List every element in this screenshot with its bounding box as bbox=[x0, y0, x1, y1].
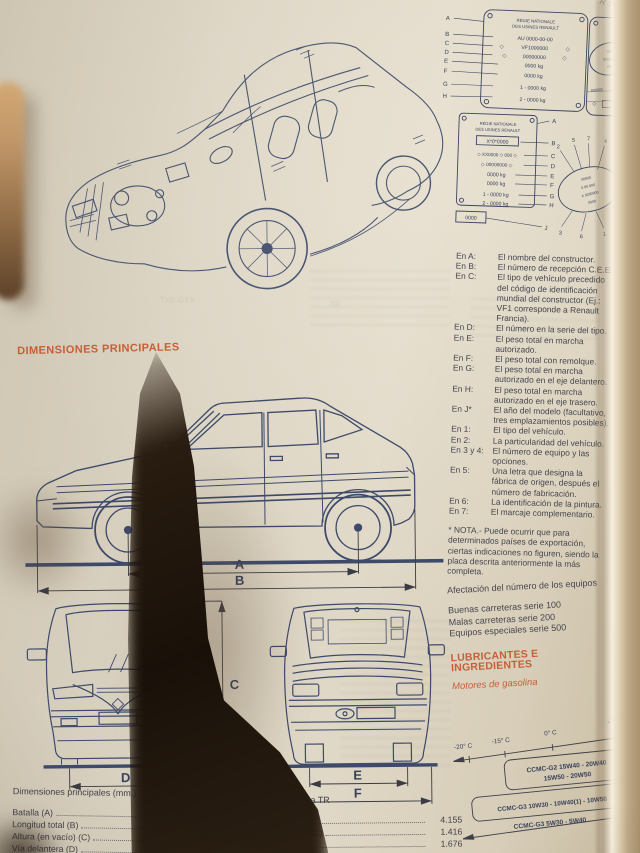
svg-text:F: F bbox=[550, 183, 554, 189]
svg-text:◇ 00000000 ◇: ◇ 00000000 ◇ bbox=[481, 162, 513, 169]
svg-text:◇: ◇ bbox=[562, 56, 567, 62]
plate1-callout: A bbox=[446, 16, 450, 22]
svg-text:VF1000000: VF1000000 bbox=[521, 45, 548, 52]
bleed-through-strip bbox=[469, 297, 601, 343]
motores-subheading: Motores de gasolina bbox=[451, 677, 538, 693]
svg-text:H: H bbox=[549, 203, 554, 209]
identification-plate-2: RÉGIE NATIONALE DES USINES RENAULT X*0*0… bbox=[455, 112, 620, 240]
page-edge bbox=[594, 0, 640, 853]
svg-text:E: E bbox=[550, 174, 554, 180]
bleed-through-strip bbox=[340, 620, 450, 770]
plate1-callout: C bbox=[445, 41, 450, 47]
dimension-label-d: D bbox=[121, 770, 131, 785]
plate1-callout: F bbox=[444, 69, 448, 75]
plate2-title: RÉGIE NATIONALE bbox=[480, 121, 517, 127]
svg-text:◇ XX0000 ◇ 000 ◇: ◇ XX0000 ◇ 000 ◇ bbox=[477, 152, 517, 158]
plate1-title: DES USINES RENAULT bbox=[512, 24, 560, 31]
svg-text:◇: ◇ bbox=[565, 47, 570, 53]
temp-label: -15° C bbox=[491, 736, 510, 746]
svg-text:X*0*0000: X*0*0000 bbox=[486, 139, 508, 146]
svg-text:2: 2 bbox=[557, 144, 560, 150]
svg-text:B: B bbox=[551, 141, 555, 147]
svg-text:C: C bbox=[551, 154, 556, 160]
svg-text:D: D bbox=[551, 164, 556, 170]
afectacion-title: Afectación del número de los equipos bbox=[446, 577, 598, 596]
plate1-callout: B bbox=[445, 32, 449, 38]
svg-text:6: 6 bbox=[580, 234, 583, 240]
corner-finger-shadow bbox=[0, 788, 92, 853]
dimension-label-b: B bbox=[235, 573, 245, 588]
plate2-title: DES USINES RENAULT bbox=[475, 127, 520, 133]
plate1-callout: E bbox=[444, 59, 448, 65]
svg-text:0000: 0000 bbox=[588, 199, 597, 205]
left-finger bbox=[0, 82, 24, 300]
dimension-label-c: C bbox=[230, 677, 240, 692]
svg-text:0000 kg: 0000 kg bbox=[525, 63, 544, 70]
svg-text:00000: 00000 bbox=[581, 176, 592, 182]
svg-text:0000: 0000 bbox=[465, 215, 477, 221]
dimension-label-e: E bbox=[353, 768, 362, 783]
temp-label: -20° C bbox=[454, 742, 473, 752]
definition-row: En 5:Una letra que designa la fábrica de… bbox=[449, 464, 600, 499]
svg-text:A: A bbox=[552, 119, 556, 125]
svg-text:G: G bbox=[550, 194, 555, 200]
dimension-label-f: F bbox=[354, 786, 362, 801]
nota-paragraph: * NOTA.- Puede ocurrir que para determin… bbox=[447, 524, 599, 577]
cutaway-car-illustration bbox=[65, 42, 444, 290]
svg-text:1 - 0000 kg: 1 - 0000 kg bbox=[483, 192, 509, 199]
plate1-callout: G bbox=[443, 82, 448, 88]
svg-text:3: 3 bbox=[559, 230, 562, 236]
oil-band-label: CCMC-G3 5W30 - 5W40 bbox=[513, 817, 587, 831]
oil-band-label: CCMC-G3 10W30 - 10W40(1) - 10W50 bbox=[497, 796, 608, 814]
lubricantes-heading: LUBRICANTES E INGREDIENTES bbox=[450, 647, 539, 675]
plate1-callout: D bbox=[444, 50, 449, 56]
svg-text:0000 kg: 0000 kg bbox=[524, 73, 543, 80]
svg-text:1 - 0000 kg: 1 - 0000 kg bbox=[520, 85, 546, 92]
svg-text:◇: ◇ bbox=[499, 44, 504, 50]
svg-text:00000000: 00000000 bbox=[523, 54, 546, 61]
svg-text:J: J bbox=[544, 226, 547, 232]
bleed-through-strip bbox=[310, 270, 450, 330]
dimension-label-a: A bbox=[235, 557, 245, 572]
svg-text:◇: ◇ bbox=[502, 53, 507, 59]
temp-label: 0° C bbox=[544, 728, 558, 737]
plate1-callout: H bbox=[442, 94, 447, 100]
svg-text:2 - 0000 kg: 2 - 0000 kg bbox=[519, 97, 545, 104]
svg-text:0000 kg: 0000 kg bbox=[487, 181, 506, 188]
bleed-through-text: TXE-GTX bbox=[160, 296, 195, 305]
svg-text:X 0000000: X 0000000 bbox=[581, 190, 599, 198]
svg-text:2 - 0000 kg: 2 - 0000 kg bbox=[482, 201, 508, 208]
oil-band-label: 15W50 - 20W50 bbox=[543, 771, 591, 783]
svg-text:0 00 000: 0 00 000 bbox=[581, 183, 596, 190]
svg-text:0000 kg: 0000 kg bbox=[487, 172, 506, 179]
lower-right-block: Afectación del número de los equipos Bue… bbox=[446, 577, 610, 693]
svg-text:AU 0000-00-00: AU 0000-00-00 bbox=[517, 36, 553, 43]
svg-text:7: 7 bbox=[587, 136, 590, 142]
plate1-title: RÉGIE NATIONALE bbox=[516, 18, 555, 25]
finger-shadow bbox=[0, 455, 120, 625]
bleed-through-text: TR bbox=[330, 300, 341, 309]
svg-text:5: 5 bbox=[572, 138, 575, 144]
